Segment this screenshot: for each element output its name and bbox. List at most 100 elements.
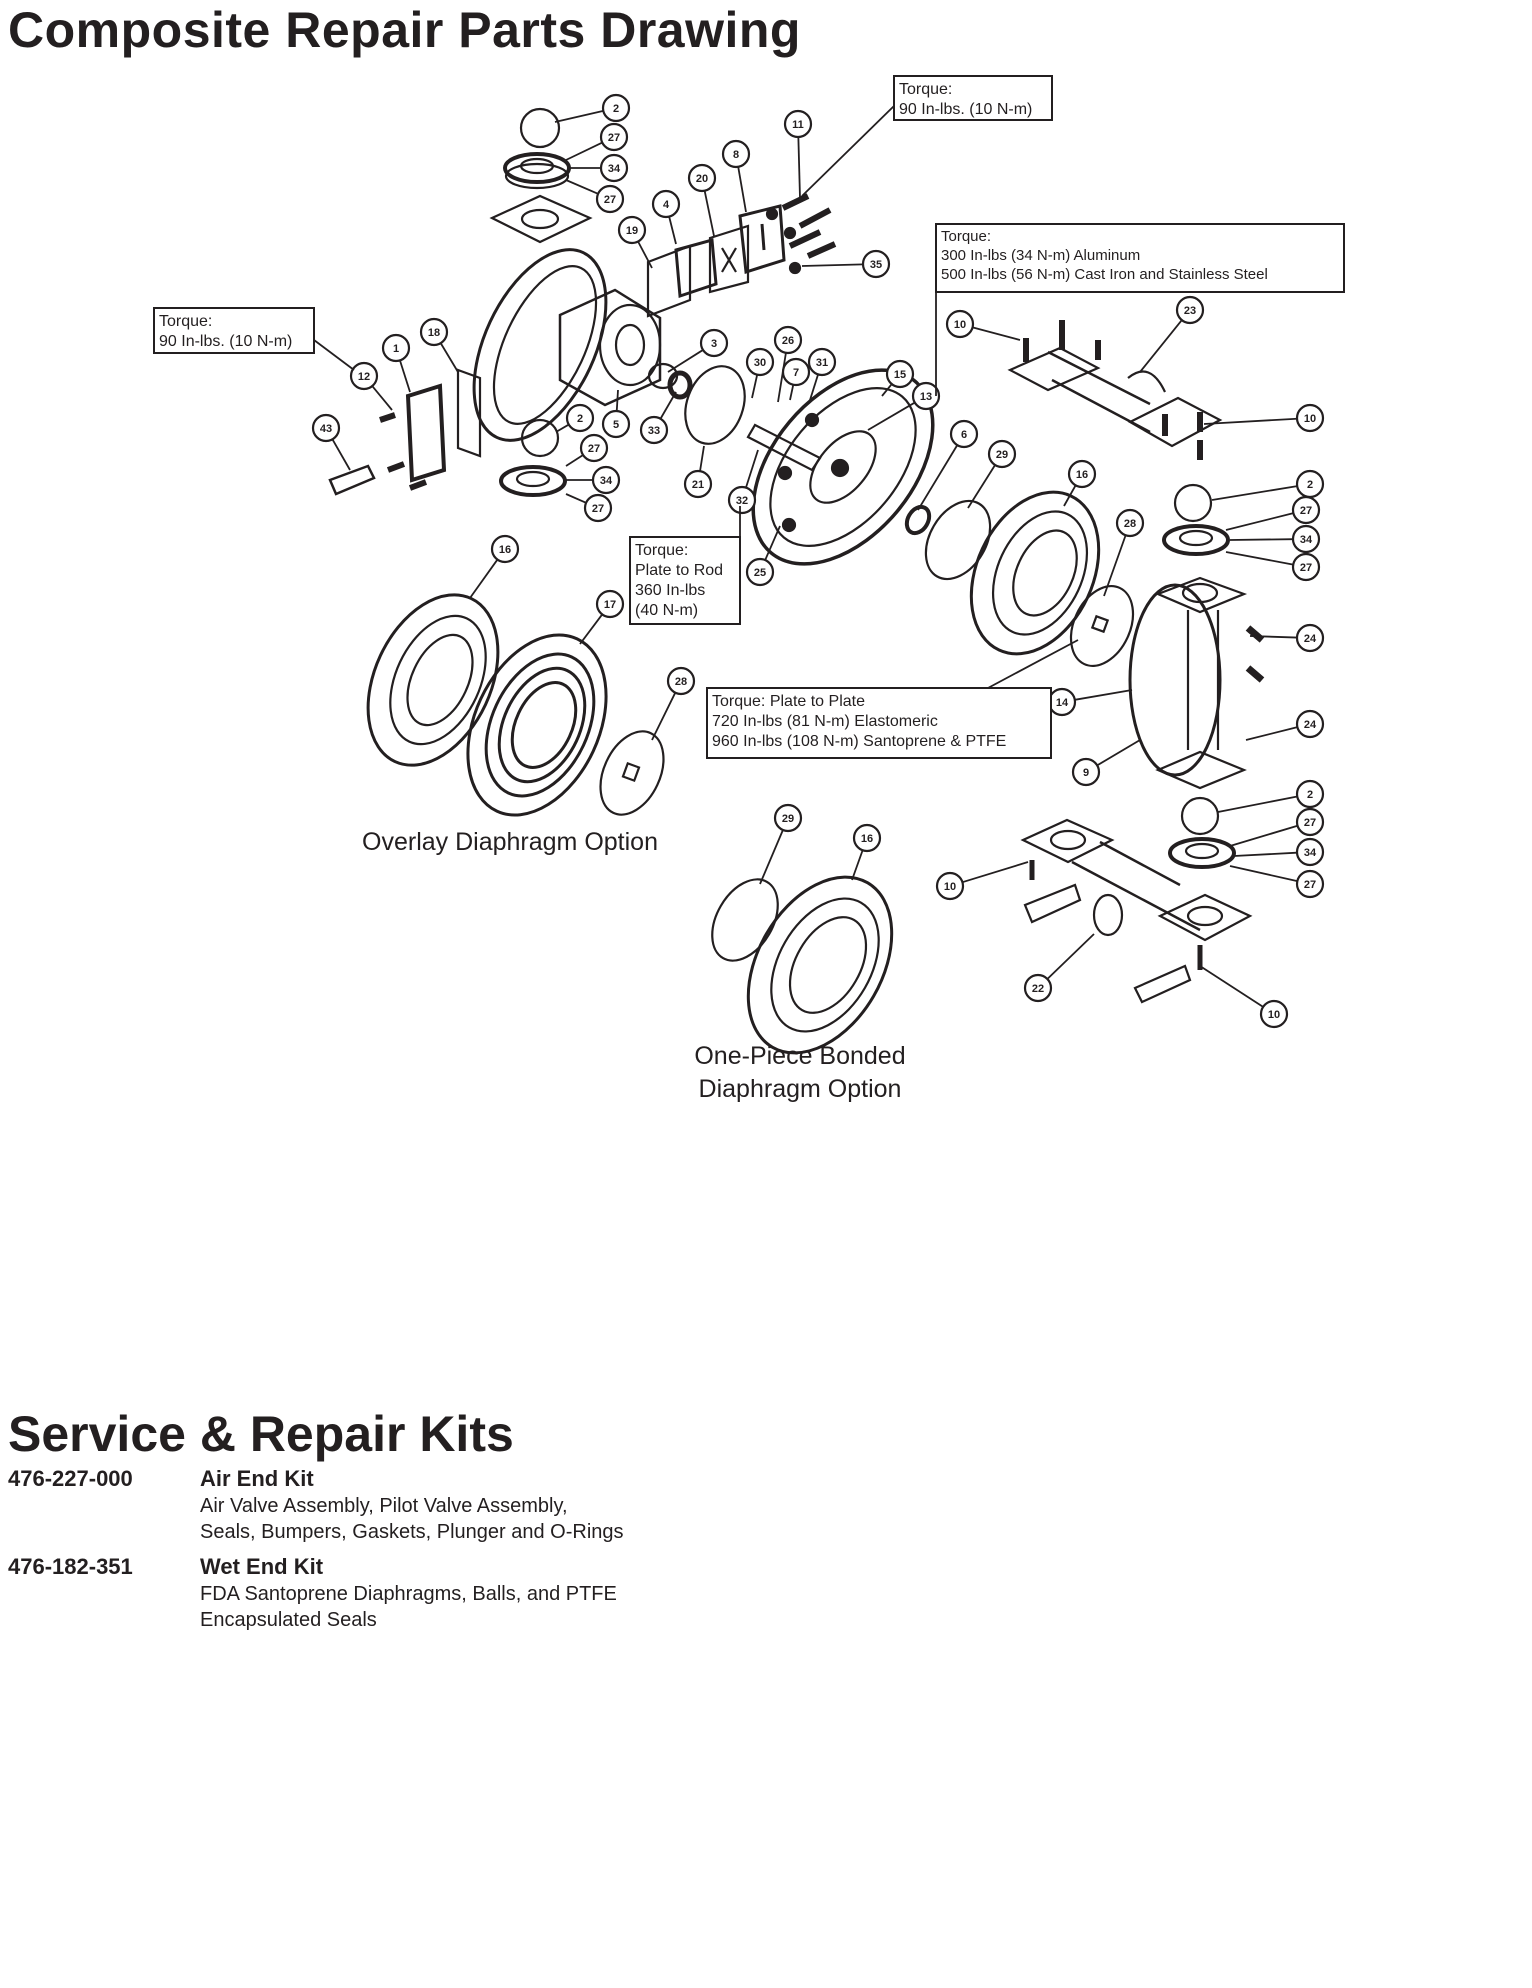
torque-note-11: Torque: 90 In-lbs. (10 N-m) [801,75,1053,197]
part-callout-26: 26 [773,325,803,355]
callout-leader-line [469,559,499,599]
callout-bubble [1295,837,1325,867]
callout-number: 22 [1032,983,1044,995]
callout-bubble [349,361,379,391]
callout-number: 16 [861,833,873,845]
callout-leader-line [699,445,705,472]
torque-note-line: Torque: [899,81,952,98]
part-callout-6: 6 [949,419,979,449]
callout-bubble [651,189,681,219]
callout-leader-line [789,384,795,401]
callout-bubble [699,328,729,358]
part-callout-13: 13 [911,381,941,411]
cap-part [738,204,786,274]
callout-leader-line [972,326,1021,341]
callout-bubble [781,357,811,387]
part-callout-20: 20 [687,163,717,193]
part-callout-34: 34 [599,153,629,183]
callout-number: 16 [1076,469,1088,481]
callout-bubble [1115,508,1145,538]
muffler-part [328,464,376,496]
part-callout-25: 25 [745,557,775,587]
callout-number: 29 [996,449,1008,461]
part-callout-16: 16 [852,823,882,853]
callout-bubble [1291,495,1321,525]
part-callout-10: 10 [935,871,965,901]
torque-box [893,75,1053,121]
callout-number: 1 [393,343,399,355]
callout-leader-line [764,525,781,561]
callout-leader-line [1203,417,1298,425]
part-callout-43: 43 [311,413,341,443]
callout-bubble [1295,709,1325,739]
part-callout-10: 10 [945,309,975,339]
part-callout-14: 14 [1047,687,1077,717]
callout-number: 18 [428,327,440,339]
callout-number: 6 [961,429,967,441]
callout-bubble [1175,295,1205,325]
kit-description-line: Air Valve Assembly, Pilot Valve Assembly… [200,1495,568,1517]
callout-leader-line [1229,865,1298,883]
outer-chamber-part [751,368,935,566]
kit-description-line: Encapsulated Seals [200,1609,377,1631]
callout-bubble [1295,869,1325,899]
part-callout-33: 33 [639,415,669,445]
callout-bubble [911,381,941,411]
shaft-part [746,423,822,472]
callout-leader-line [809,374,819,401]
callout-bubble [773,325,803,355]
callout-number: 3 [711,338,717,350]
part-callout-34: 34 [1291,524,1321,554]
callout-number: 27 [592,503,604,515]
part-callout-19: 19 [617,215,647,245]
callout-leader-line [801,263,864,267]
gasket-21-part [684,365,746,445]
torque-note-line: Torque: [941,228,991,245]
overlay-diaphragm-17-part [466,633,608,817]
left-chamber-part [472,248,608,442]
torque-note-line: 300 In-lbs (34 N-m) Aluminum [941,247,1140,264]
callout-leader-line [1096,739,1141,767]
bonded-caption-line-2: Diaphragm Option [698,1075,902,1103]
torque-note-line: Plate to Rod [635,562,723,579]
callout-bubble [595,589,625,619]
torque-note-line: 90 In-lbs. (10 N-m) [899,101,1032,118]
callout-number: 34 [1304,847,1317,859]
callout-number: 10 [1268,1009,1280,1021]
callout-bubble [601,409,631,439]
callout-bubble [490,534,520,564]
callout-leader-line [1063,484,1077,507]
callout-leader-line [1225,512,1294,531]
callout-leader-line [565,454,584,467]
part-callout-31: 31 [807,347,837,377]
top-manifold-part [1007,346,1101,392]
part-callout-11: 11 [783,109,813,139]
torque-box [706,687,1052,759]
seat-part [503,152,571,184]
part-callout-17: 17 [595,589,625,619]
callout-bubble [666,666,696,696]
callout-number: 35 [870,259,882,271]
part-callout-27: 27 [595,184,625,214]
callout-number: 25 [754,567,766,579]
callout-leader-line [667,349,704,373]
callout-leader-line [565,493,587,504]
callout-leader-line [1229,538,1294,541]
callout-number: 16 [499,544,511,556]
upper-flange-part [489,194,593,244]
callout-number: 20 [696,173,708,185]
callout-leader-line [554,110,604,123]
callout-number: 2 [1307,789,1313,801]
bonded-diaphragm-16-part [746,875,894,1055]
torque-note-line: 960 In-lbs (108 N-m) Santoprene & PTFE [712,733,1006,750]
callout-bubble [727,485,757,515]
right-flange-part [1155,576,1248,614]
callout-bubble [745,347,775,377]
kit-description-line: Seals, Bumpers, Gaskets, Plunger and O-R… [200,1521,624,1543]
callout-leader-line [777,352,787,403]
callout-bubble [419,317,449,347]
exploded-parts-drawing: 2273427118204193518112433263073115132273… [153,75,1345,1055]
callout-number: 26 [782,335,794,347]
part-callout-27: 27 [583,493,613,523]
part-callout-4: 4 [651,189,681,219]
